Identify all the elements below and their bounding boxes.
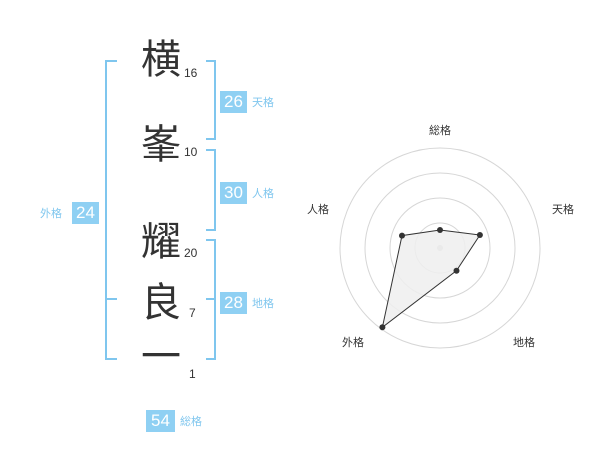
- stroke-count-4: 7: [189, 306, 196, 320]
- name-char-5: 一: [141, 334, 181, 380]
- radar-axis-label-jinkaku: 人格: [307, 202, 329, 216]
- chikaku-value: 28: [220, 292, 247, 314]
- gaikaku-value: 24: [72, 202, 99, 224]
- jinkaku-label: 人格: [252, 187, 274, 200]
- name-char-1: 横: [141, 37, 181, 83]
- radar-ring: [389, 197, 491, 299]
- gaikaku-bracket: [105, 60, 117, 360]
- radar-point-3: [379, 324, 386, 331]
- radar-value-polygon: [381, 229, 481, 329]
- name-char-3: 耀: [141, 219, 181, 265]
- stroke-count-3: 20: [184, 246, 198, 260]
- tenkaku-bracket: [206, 60, 216, 140]
- radar-axis-label-gaikaku: 外格: [342, 335, 364, 349]
- radar-ring: [339, 147, 541, 349]
- jinkaku-value: 30: [220, 182, 247, 204]
- chikaku-label: 地格: [252, 297, 274, 310]
- tenkaku-value: 26: [220, 91, 247, 113]
- radar-axis-label-chikaku: 地格: [513, 335, 535, 349]
- name-char-2: 峯: [141, 122, 181, 168]
- name-char-4: 良: [141, 280, 181, 326]
- soukaku-value: 54: [146, 410, 175, 432]
- radar-point-2: [453, 267, 460, 274]
- jinkaku-bracket: [206, 149, 216, 231]
- gaikaku-label: 外格: [40, 207, 62, 220]
- radar-axis-label-soukaku: 総格: [429, 123, 451, 137]
- radar-point-0: [437, 227, 443, 233]
- soukaku-label: 総格: [180, 415, 202, 428]
- stroke-count-2: 10: [184, 145, 198, 159]
- radar-axis-label-tenkaku: 天格: [552, 202, 574, 216]
- radar-point-4: [399, 232, 405, 239]
- stroke-count-1: 16: [184, 66, 198, 80]
- radar-point-1: [476, 232, 483, 238]
- radar-ring: [364, 172, 516, 324]
- tenkaku-label: 天格: [252, 96, 274, 109]
- stroke-count-5: 1: [189, 367, 196, 381]
